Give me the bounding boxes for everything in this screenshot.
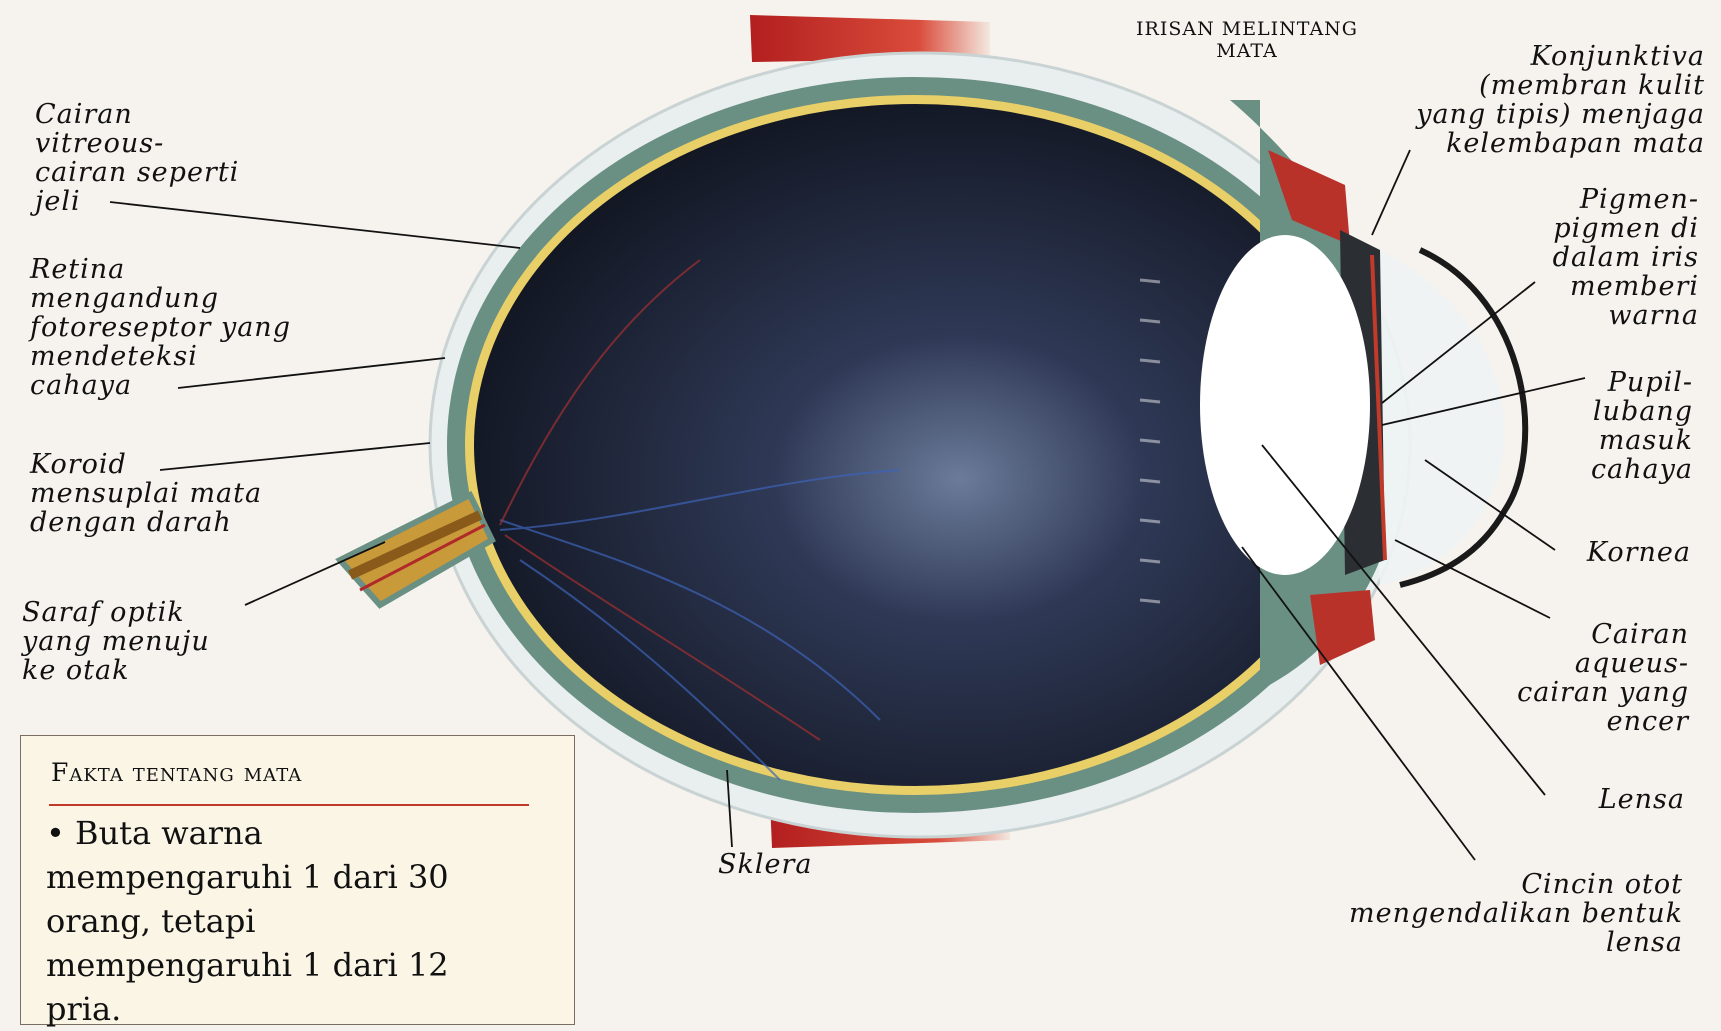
label-konjunktiva: Konjunktiva (membran kulit yang tipis) m…	[1416, 42, 1705, 158]
diagram-title: IRISAN MELINTANG MATA	[1112, 18, 1382, 62]
label-saraf-optik: Saraf optik yang menuju ke otak	[22, 598, 210, 685]
lens	[1200, 235, 1370, 575]
fact-box: Fakta tentang mata • Buta warna mempenga…	[20, 735, 575, 1025]
label-koroid: Koroid mensuplai mata dengan darah	[30, 450, 262, 537]
label-pigmen: Pigmen- pigmen di dalam iris memberi war…	[1553, 185, 1699, 330]
label-aqueus: Cairan aqueus- cairan yang encer	[1517, 620, 1689, 736]
label-sklera: Sklera	[718, 850, 812, 879]
ciliary-muscle-lower	[1310, 590, 1375, 665]
fact-box-divider	[49, 804, 529, 806]
label-retina: Retina mengandung fotoreseptor yang mend…	[30, 255, 291, 400]
label-kornea: Kornea	[1587, 538, 1691, 567]
label-vitreous: Cairan vitreous- cairan seperti jeli	[35, 100, 239, 216]
label-cincin: Cincin otot mengendalikan bentuk lensa	[1349, 870, 1683, 957]
label-pupil: Pupil- lubang masuk cahaya	[1591, 368, 1693, 484]
fact-box-text: • Buta warna mempengaruhi 1 dari 30 oran…	[46, 811, 566, 1031]
label-lensa: Lensa	[1599, 785, 1685, 814]
fact-box-title: Fakta tentang mata	[51, 758, 302, 787]
